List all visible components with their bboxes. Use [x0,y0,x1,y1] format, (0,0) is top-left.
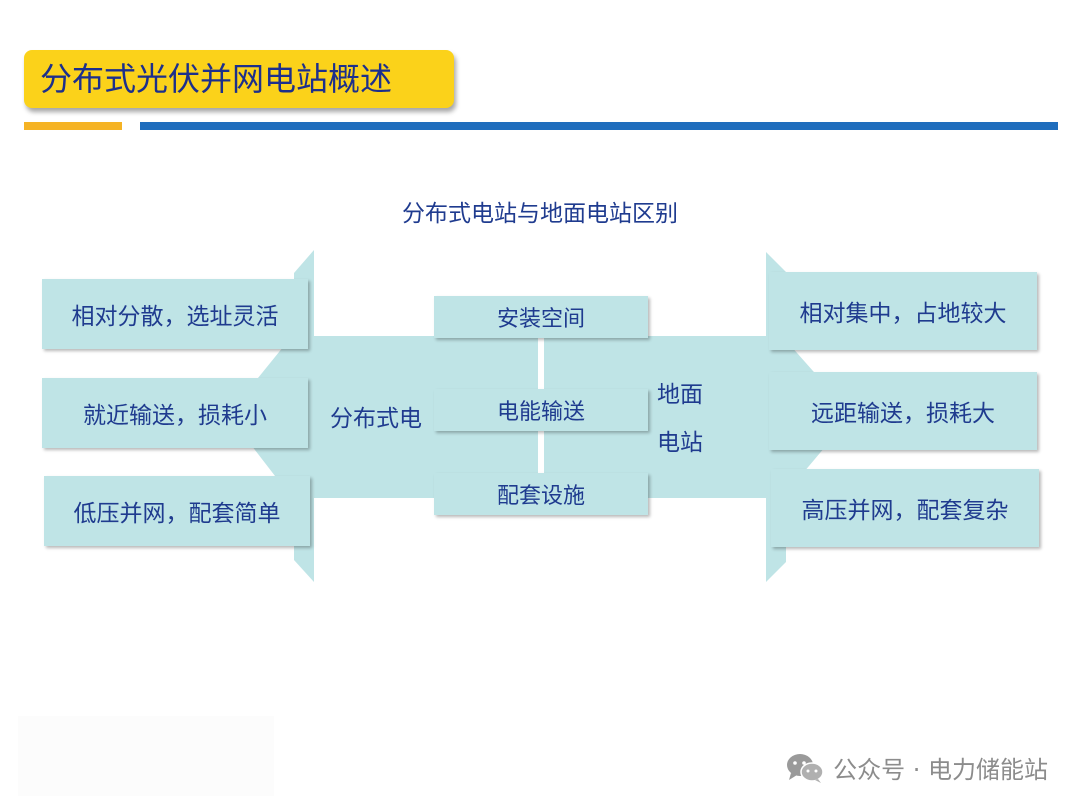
left-item-transmission: 就近输送，损耗小 [42,378,308,448]
wechat-icon [787,753,824,783]
diagram-title: 分布式电站与地面电站区别 [402,201,678,227]
left-item-grid: 低压并网，配套简单 [44,476,310,546]
right-item-grid: 高压并网，配套复杂 [771,469,1039,547]
page-title: 分布式光伏并网电站概述 [40,60,393,98]
right-item-transmission: 远距输送，损耗大 [769,372,1037,450]
right-item-layout: 相对集中，占地较大 [769,272,1037,350]
right-hub-label-line2: 电站 [657,430,703,456]
footer-blank-area [18,716,274,796]
footer-watermark: 公众号 · 电力储能站 [785,750,1048,785]
title-banner: 分布式光伏并网电站概述 [24,50,454,108]
footer-text: 公众号 · 电力储能站 [833,756,1048,784]
center-item-facilities: 配套设施 [434,473,648,515]
center-item-transmission: 电能输送 [434,389,648,431]
right-hub-label-line1: 地面 [657,382,703,408]
left-hub-label: 分布式电 [330,406,422,432]
header-accent-bar [24,122,122,130]
center-item-space: 安装空间 [434,296,648,338]
left-item-layout: 相对分散，选址灵活 [42,279,308,349]
header-divider-bar [140,122,1058,130]
